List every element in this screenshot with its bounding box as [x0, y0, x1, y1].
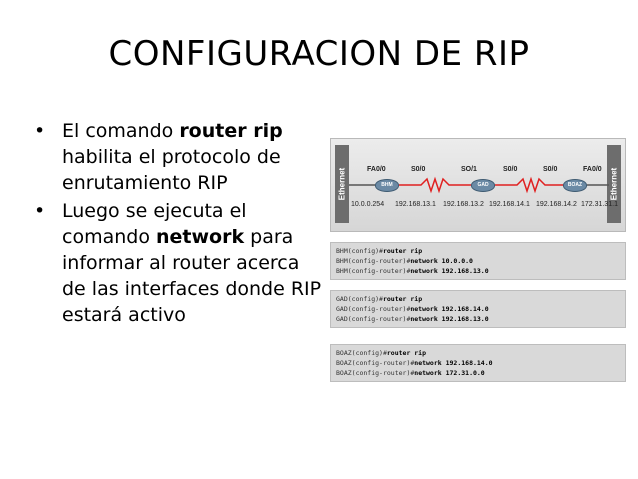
config-command: router rip — [386, 349, 427, 357]
config-prompt: BOAZ(config-router)# — [336, 359, 415, 367]
config-line: BHM(config-router)#network 192.168.13.0 — [336, 266, 620, 276]
config-command: network 10.0.0.0 — [410, 257, 473, 265]
ip-address-label: 172.31.31.1 — [581, 201, 618, 208]
config-line: BHM(config)#router rip — [336, 246, 620, 256]
bullet-text-post: habilita el protocolo de enrutamiento RI… — [62, 146, 281, 194]
config-line: BHM(config-router)#network 10.0.0.0 — [336, 256, 620, 266]
bullet-icon: • — [34, 200, 46, 222]
interface-label: S0/0 — [411, 166, 426, 173]
config-command: network 192.168.13.0 — [410, 267, 489, 275]
router-label: BOAZ — [567, 182, 583, 188]
config-prompt: BOAZ(config)# — [336, 349, 387, 357]
bullet-icon: • — [34, 120, 46, 142]
ethernet-segment-left: Ethernet — [335, 145, 349, 223]
serial-link-bhm-gad — [399, 176, 471, 194]
bullet-text-post: para informar al router acerca de las in… — [62, 226, 322, 326]
bullet-text-pre: El comando — [62, 120, 180, 142]
config-block-bhm: BHM(config)#router rip BHM(config-router… — [330, 242, 626, 280]
router-icon: GAD — [471, 179, 495, 192]
link-lines — [349, 176, 609, 194]
config-command: router rip — [382, 247, 423, 255]
config-prompt: GAD(config)# — [336, 295, 383, 303]
rip-figure: Ethernet Ethernet BHM GAD BOAZ FA0/0 S0/… — [330, 138, 626, 398]
config-prompt: GAD(config-router)# — [336, 305, 411, 313]
bullet-item: • Luego se ejecuta el comando network pa… — [34, 198, 324, 328]
interface-label: FA0/0 — [583, 166, 602, 173]
config-command: network 192.168.14.0 — [410, 305, 489, 313]
ethernet-segment-right: Ethernet — [607, 145, 621, 223]
config-command: router rip — [382, 295, 423, 303]
config-command: network 192.168.14.0 — [414, 359, 493, 367]
config-block-boaz: BOAZ(config)#router rip BOAZ(config-rout… — [330, 344, 626, 382]
router-label: GAD — [477, 182, 489, 188]
ip-address-label: 10.0.0.254 — [351, 201, 385, 208]
config-prompt: BHM(config)# — [336, 247, 383, 255]
interface-label: FA0/0 — [367, 166, 386, 173]
config-line: BOAZ(config-router)#network 192.168.14.0 — [336, 358, 620, 368]
bullet-text-bold: router rip — [179, 120, 283, 142]
serial-link-gad-boaz — [495, 176, 563, 194]
config-command: network 192.168.13.0 — [410, 315, 489, 323]
interface-label: SO/1 — [461, 166, 477, 173]
config-line: GAD(config)#router rip — [336, 294, 620, 304]
router-label: BHM — [381, 182, 393, 188]
bullet-text-pre: Luego se ejecuta el comando — [62, 200, 247, 248]
router-icon: BHM — [375, 179, 399, 192]
router-icon: BOAZ — [563, 179, 587, 192]
bullet-list: • El comando router rip habilita el prot… — [34, 118, 324, 330]
bullet-item: • El comando router rip habilita el prot… — [34, 118, 324, 196]
config-line: BOAZ(config-router)#network 172.31.0.0 — [336, 368, 620, 378]
network-diagram: Ethernet Ethernet BHM GAD BOAZ FA0/0 S0/… — [330, 138, 626, 232]
config-prompt: BHM(config-router)# — [336, 267, 411, 275]
ip-address-label: 192.168.14.1 — [489, 201, 530, 208]
ip-address-label: 192.168.13.2 — [443, 201, 484, 208]
config-block-gad: GAD(config)#router rip GAD(config-router… — [330, 290, 626, 328]
config-prompt: BOAZ(config-router)# — [336, 369, 415, 377]
config-prompt: GAD(config-router)# — [336, 315, 411, 323]
config-line: GAD(config-router)#network 192.168.14.0 — [336, 304, 620, 314]
bullet-text-bold: network — [156, 226, 245, 248]
config-line: BOAZ(config)#router rip — [336, 348, 620, 358]
ip-address-label: 192.168.13.1 — [395, 201, 436, 208]
config-line: GAD(config-router)#network 192.168.13.0 — [336, 314, 620, 324]
ip-address-label: 192.168.14.2 — [536, 201, 577, 208]
config-prompt: BHM(config-router)# — [336, 257, 411, 265]
interface-label: S0/0 — [543, 166, 558, 173]
slide-title: CONFIGURACION DE RIP — [108, 34, 530, 74]
config-command: network 172.31.0.0 — [414, 369, 485, 377]
interface-label: S0/0 — [503, 166, 518, 173]
